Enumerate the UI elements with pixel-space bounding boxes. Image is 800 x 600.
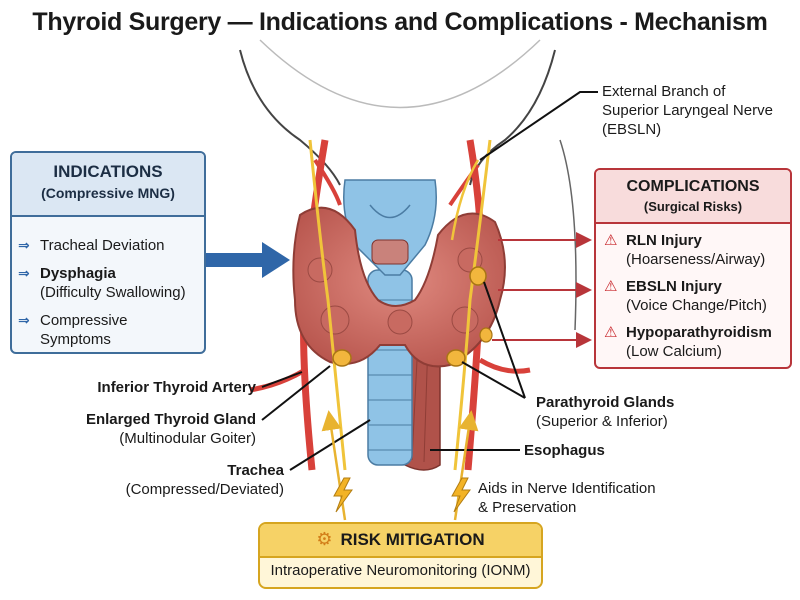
inferior-artery-label: Inferior Thyroid Artery xyxy=(97,379,256,396)
warning-icon: ⚠ xyxy=(604,324,618,341)
lightning-icon xyxy=(451,477,471,513)
thyroid-gland-label: Enlarged Thyroid Gland(Multinodular Goit… xyxy=(85,411,256,447)
complications-title: COMPLICATIONS xyxy=(626,178,760,195)
trachea-label: Trachea(Compressed/Deviated) xyxy=(125,462,284,498)
warning-icon: ⚠ xyxy=(604,232,618,249)
indication-item: ⇒Dysphagia(Difficulty Swallowing) xyxy=(18,265,186,301)
indication-item: ⇒Tracheal Deviation xyxy=(18,237,165,254)
arrow-right-icon: ⇒ xyxy=(18,312,30,328)
neck-outline xyxy=(239,49,341,186)
chin-outline xyxy=(259,39,541,109)
indications-subtitle: (Compressive MNG) xyxy=(41,185,175,201)
lightning-icon xyxy=(333,477,353,513)
complication-item: ⚠RLN Injury(Hoarseness/Airway) xyxy=(604,232,766,268)
risk-mitigation-header: ⚙ RISK MITIGATION xyxy=(260,524,541,558)
parathyroid-gland xyxy=(332,349,352,367)
risk-mitigation-title: RISK MITIGATION xyxy=(340,530,485,549)
complication-item: ⚠EBSLN Injury(Voice Change/Pitch) xyxy=(604,278,767,314)
warning-icon: ⚠ xyxy=(604,278,618,295)
neck-right-side xyxy=(559,139,577,331)
arrow-right-icon: ⇒ xyxy=(18,237,30,253)
arrow-right-icon xyxy=(206,242,290,278)
esophagus-label: Esophagus xyxy=(524,442,605,459)
parathyroid-label: Parathyroid Glands(Superior & Inferior) xyxy=(536,394,675,430)
complications-subtitle: (Surgical Risks) xyxy=(643,199,743,214)
risk-mitigation-panel: ⚙ RISK MITIGATION Intraoperative Neuromon… xyxy=(258,522,543,589)
larynx-shape xyxy=(343,179,437,276)
parathyroid-gland xyxy=(469,266,487,286)
page-title: Thyroid Surgery — Indications and Compli… xyxy=(32,8,768,36)
risk-mitigation-subtitle: Intraoperative Neuromonitoring (IONM) xyxy=(270,562,531,579)
arrow-right-icon: ⇒ xyxy=(18,265,30,281)
gear-icon: ⚙ xyxy=(316,529,333,549)
indications-title: INDICATIONS xyxy=(53,162,163,181)
indications-header: INDICATIONS (Compressive MNG) xyxy=(12,153,204,217)
complications-panel: COMPLICATIONS (Surgical Risks) ⚠RLN Inju… xyxy=(594,168,792,369)
complication-item: ⚠Hypoparathyroidism(Low Calcium) xyxy=(604,324,772,360)
nerve-aid-label: Aids in Nerve Identification& Preservati… xyxy=(478,480,656,516)
parathyroid-gland xyxy=(446,349,466,367)
parathyroid-gland xyxy=(479,327,493,343)
complications-header: COMPLICATIONS (Surgical Risks) xyxy=(596,170,790,224)
indications-panel: INDICATIONS (Compressive MNG) ⇒Tracheal … xyxy=(10,151,206,354)
